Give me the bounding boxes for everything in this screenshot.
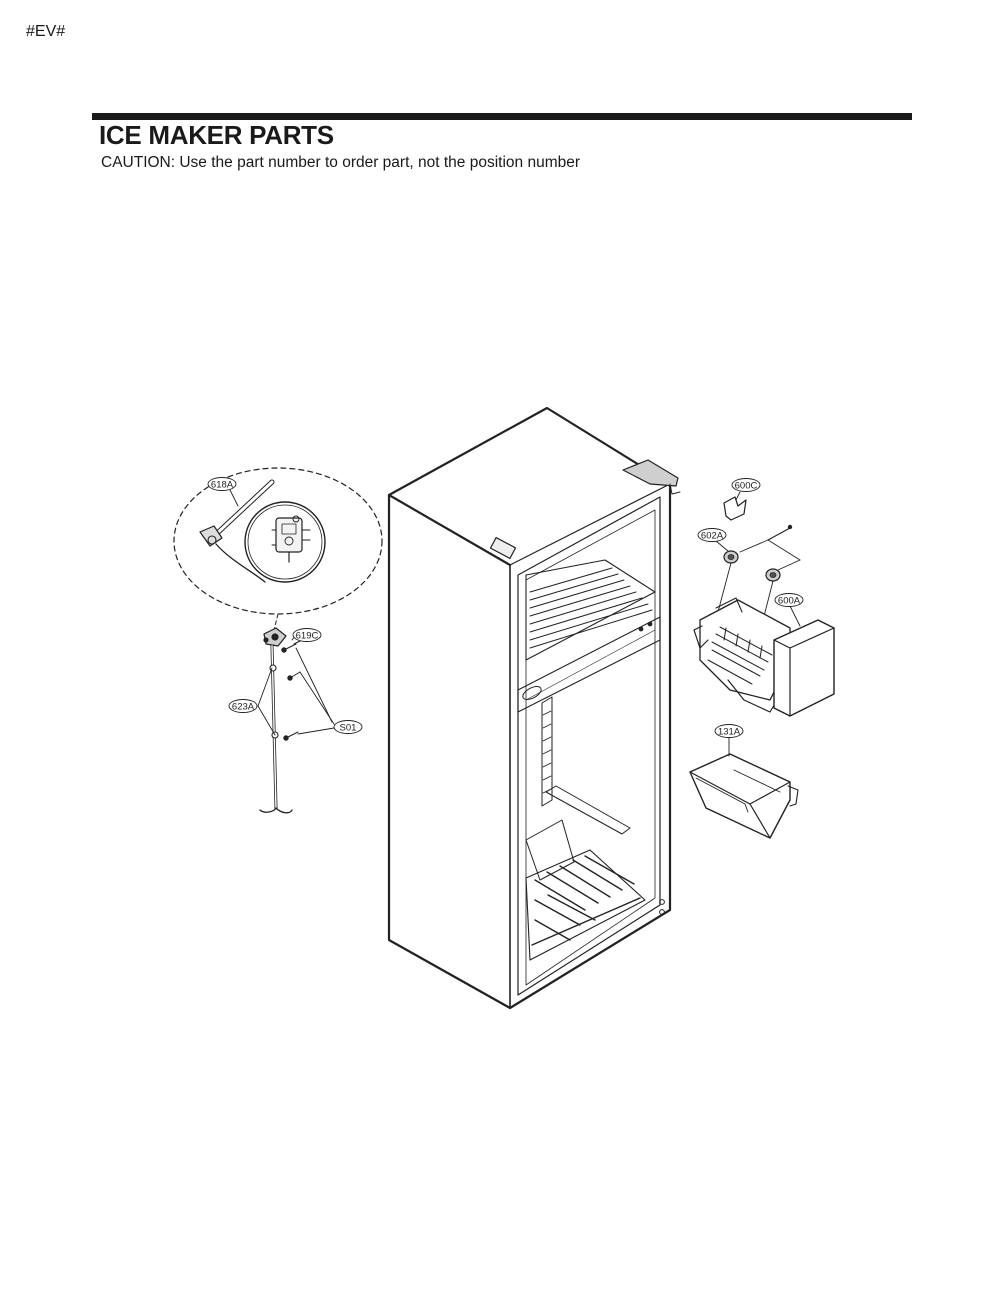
callout-label: 600A xyxy=(778,596,801,607)
ice-maker-assembly xyxy=(689,491,835,839)
callout-131A: 131A xyxy=(714,724,744,738)
refrigerator-cabinet xyxy=(387,406,681,1010)
callout-label: 623A xyxy=(232,702,255,713)
callout-600C: 600C xyxy=(731,478,761,492)
callout-619C: 619C xyxy=(292,628,322,642)
caution-note: CAUTION: Use the part number to order pa… xyxy=(101,154,581,171)
header-rule xyxy=(92,113,912,120)
callout-label: 602A xyxy=(701,531,724,542)
callout-label: 131A xyxy=(718,727,741,738)
callout-602A: 602A xyxy=(697,528,727,542)
callout-600A: 600A xyxy=(774,593,804,607)
callout-label: 618A xyxy=(211,480,234,491)
callout-623A: 623A xyxy=(228,699,258,713)
callout-618A: 618A xyxy=(207,477,239,507)
callout-label: 619C xyxy=(296,631,319,642)
water-valve-detail xyxy=(173,467,383,615)
page-title: ICE MAKER PARTS xyxy=(99,120,334,150)
callout-label: S01 xyxy=(340,723,357,734)
page-code: #EV# xyxy=(26,23,66,40)
callout-S01: S01 xyxy=(333,720,363,734)
callout-label: 600C xyxy=(735,481,758,492)
supply-line-assembly xyxy=(257,613,335,814)
